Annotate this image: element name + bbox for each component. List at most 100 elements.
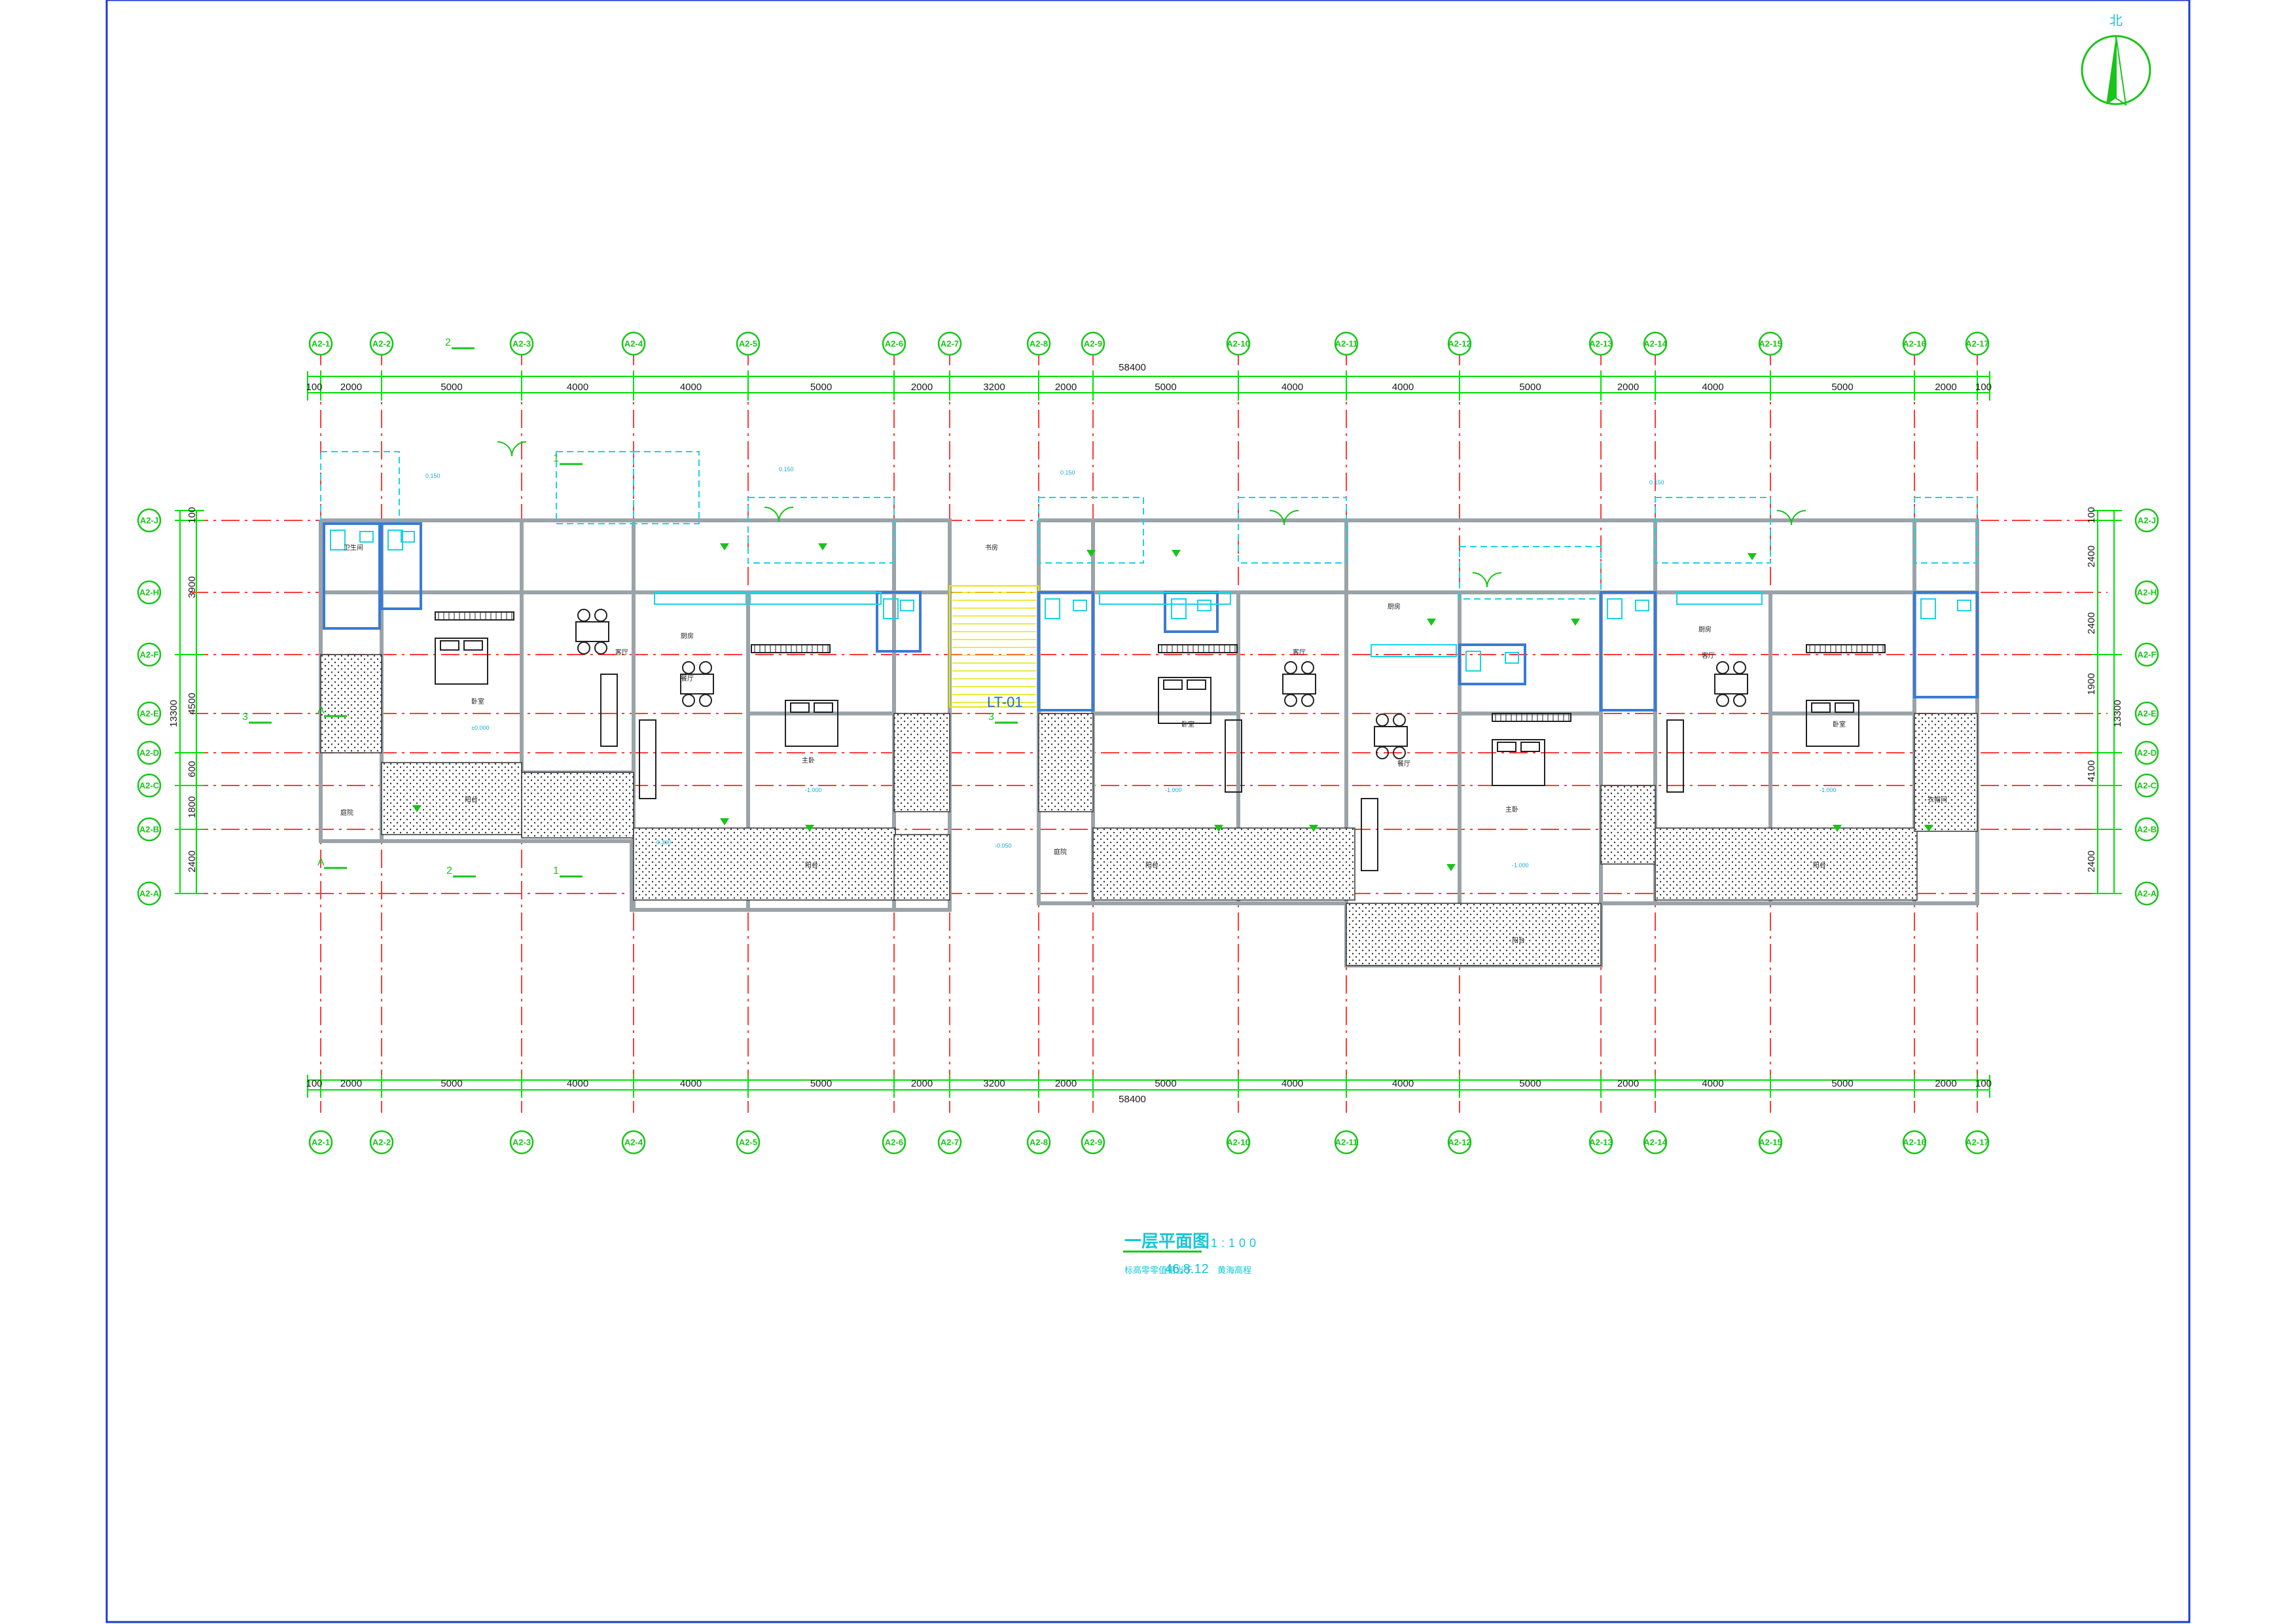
axis-bubble-label: A2-11 bbox=[1335, 339, 1358, 349]
room-label-dining: 餐厅 bbox=[1397, 759, 1410, 768]
chair bbox=[699, 694, 712, 707]
pillow-furniture bbox=[1520, 742, 1540, 752]
sofa bbox=[639, 719, 656, 799]
axis-bubble-label: A2-14 bbox=[1643, 339, 1667, 349]
axis-bubble-label: A2-9 bbox=[1084, 339, 1102, 349]
dimension-label-left: 600 bbox=[187, 761, 198, 777]
room-label-living: 客厅 bbox=[615, 648, 628, 657]
axis-bubble-a2-h: A2-H bbox=[137, 580, 162, 605]
toilet-icon bbox=[1920, 598, 1936, 619]
axis-bubble-a2-3: A2-3 bbox=[509, 331, 534, 356]
axis-bubble-label: A2-10 bbox=[1227, 1138, 1249, 1147]
level-annotation: -0.050 bbox=[995, 842, 1012, 849]
total-length-bottom: 58400 bbox=[1119, 1094, 1146, 1105]
axis-bubble-a2-f: A2-F bbox=[2134, 642, 2159, 667]
axis-bubble-a2-6: A2-6 bbox=[882, 331, 906, 356]
bathroom-wall bbox=[1458, 643, 1526, 685]
door-swing-icon bbox=[1472, 572, 1502, 588]
section-mark: 3 bbox=[988, 712, 994, 723]
terrace-paving bbox=[381, 762, 522, 835]
dimension-label: 4000 bbox=[1282, 1078, 1303, 1089]
chair bbox=[594, 641, 607, 655]
room-label-study: 书房 bbox=[985, 543, 998, 552]
dimension-label: 4000 bbox=[1282, 382, 1303, 393]
axis-bubble-a2-d: A2-D bbox=[137, 740, 162, 765]
bay-outline bbox=[1655, 497, 1771, 564]
dimension-label: 5000 bbox=[1519, 1078, 1541, 1089]
bathroom-wall bbox=[380, 522, 422, 610]
axis-bubble-a2-e: A2-E bbox=[137, 701, 162, 726]
axis-bubble-label: A2-13 bbox=[1589, 339, 1612, 349]
axis-bubble-a2-1: A2-1 bbox=[308, 331, 333, 356]
dimension-label-left: 100 bbox=[187, 507, 198, 523]
stair-enclosure bbox=[949, 585, 1039, 708]
axis-bubble-label: A2-8 bbox=[1030, 339, 1048, 349]
north-label: 北 bbox=[2109, 13, 2123, 28]
dimension-label-left: 3900 bbox=[187, 576, 198, 598]
chair bbox=[1393, 746, 1406, 759]
room-label-balcony: 阳台 bbox=[1813, 861, 1826, 869]
axis-bubble-a2-2: A2-2 bbox=[369, 331, 394, 356]
dimension-label-left: 1800 bbox=[187, 796, 198, 818]
room-label-bedroom: 卧室 bbox=[471, 697, 484, 706]
axis-bubble-label: A2-F bbox=[140, 650, 159, 660]
total-depth-left: 13300 bbox=[168, 700, 179, 727]
terrace-paving bbox=[1655, 827, 1918, 901]
section-mark: 2 bbox=[445, 337, 451, 348]
bay-outline bbox=[1914, 497, 1978, 564]
axis-bubble-a2-9: A2-9 bbox=[1081, 1130, 1105, 1155]
axis-bubble-label: A2-3 bbox=[512, 339, 531, 349]
axis-bubble-a2-8: A2-8 bbox=[1026, 1130, 1051, 1155]
section-mark: 3 bbox=[242, 712, 248, 723]
axis-bubble-label: A2-B bbox=[2137, 825, 2157, 835]
axis-bubble-label: A2-5 bbox=[739, 339, 757, 349]
axis-bubble-a2-c: A2-C bbox=[2134, 773, 2159, 798]
door-swing-icon bbox=[1776, 510, 1806, 526]
chair bbox=[1284, 661, 1297, 674]
toilet-icon bbox=[1171, 598, 1187, 619]
sink-icon bbox=[401, 531, 415, 543]
axis-bubble-label: A2-12 bbox=[1448, 339, 1471, 349]
total-length-top: 58400 bbox=[1119, 362, 1146, 373]
sofa bbox=[1225, 719, 1242, 793]
dimension-label-right: 2400 bbox=[2086, 850, 2097, 872]
dimension-label: 2000 bbox=[340, 382, 362, 393]
level-annotation: 0.150 bbox=[1060, 469, 1075, 476]
terrace-paving bbox=[320, 654, 382, 753]
drawing-scale: 1:100 bbox=[1211, 1236, 1260, 1250]
chair bbox=[1716, 661, 1729, 674]
dimension-label: 100 bbox=[306, 382, 322, 393]
bathroom-wall bbox=[876, 591, 922, 653]
chair bbox=[1733, 661, 1746, 674]
dining-table bbox=[1714, 674, 1748, 695]
dimension-label: 4000 bbox=[1702, 1078, 1723, 1089]
terrace-paving bbox=[893, 834, 950, 901]
axis-bubble-a2-7: A2-7 bbox=[937, 1130, 962, 1155]
chair bbox=[1716, 694, 1729, 707]
section-mark: 1 bbox=[553, 453, 559, 464]
elevation-note-prefix: 标高零零值相当于 bbox=[1124, 1265, 1193, 1275]
dimension-label: 5000 bbox=[440, 1078, 462, 1089]
bathroom-wall bbox=[1037, 591, 1094, 712]
axis-bubble-a2-6: A2-6 bbox=[882, 1130, 906, 1155]
axis-bubble-label: A2-17 bbox=[1965, 339, 1988, 349]
axis-bubble-a2-4: A2-4 bbox=[621, 1130, 646, 1155]
room-label-kitchen: 厨房 bbox=[681, 632, 694, 640]
section-mark: 1 bbox=[553, 865, 559, 876]
axis-bubble-label: A2-C bbox=[2137, 781, 2157, 791]
chair bbox=[577, 609, 590, 622]
level-marker-icon bbox=[1214, 825, 1223, 832]
pillow-furniture bbox=[1497, 742, 1516, 752]
level-annotation: -1.000 bbox=[805, 787, 822, 793]
level-marker-icon bbox=[1924, 825, 1933, 832]
axis-bubble-label: A2-2 bbox=[372, 339, 391, 349]
axis-bubble-a2-15: A2-15 bbox=[1758, 1130, 1783, 1155]
axis-bubble-label: A2-6 bbox=[885, 339, 903, 349]
chair bbox=[699, 661, 712, 674]
chair bbox=[682, 661, 695, 674]
axis-bubble-a2-5: A2-5 bbox=[736, 1130, 761, 1155]
dimension-label-left: 2400 bbox=[187, 850, 198, 872]
chair bbox=[594, 609, 607, 622]
axis-bubble-label: A2-4 bbox=[624, 1138, 643, 1147]
north-arrow-icon: 北 bbox=[2081, 13, 2151, 107]
